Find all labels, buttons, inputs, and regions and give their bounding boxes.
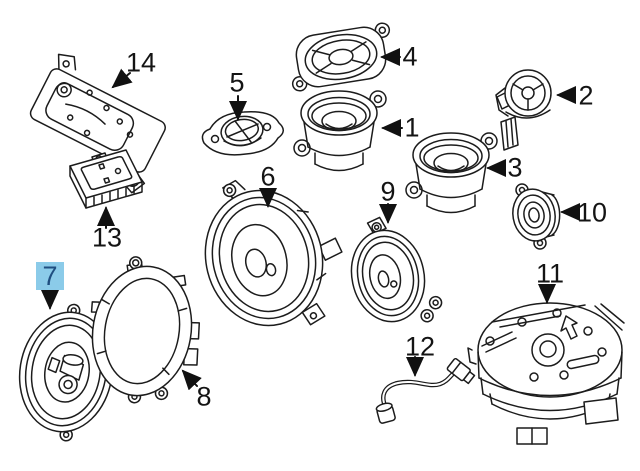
part-label-11[interactable]: 11 [535, 258, 565, 289]
part-label-7-highlighted[interactable]: 7 [36, 262, 64, 290]
part-label-14[interactable]: 14 [125, 47, 157, 78]
part-11-subwoofer [467, 302, 625, 445]
part-label-2[interactable]: 2 [578, 80, 594, 111]
callout-arrows [41, 48, 580, 391]
arrow-8 [181, 369, 202, 391]
part-12-wire-harness [375, 358, 476, 424]
part-13-amplifier [69, 149, 143, 209]
part-label-4[interactable]: 4 [402, 41, 418, 72]
part-label-1[interactable]: 1 [404, 112, 420, 143]
arrow-14 [111, 68, 133, 89]
part-8-mounting-ring [90, 256, 201, 404]
part-2-tweeter [495, 69, 552, 151]
part-label-9[interactable]: 9 [380, 176, 396, 207]
part-label-13[interactable]: 13 [91, 222, 123, 253]
part-1-round-speaker [293, 90, 387, 172]
part-4-square-speaker [291, 22, 391, 92]
part-5-oval-cover [201, 110, 284, 156]
part-label-5[interactable]: 5 [229, 67, 245, 98]
part-9-mid-speaker [350, 216, 443, 323]
part-label-6[interactable]: 6 [260, 161, 276, 192]
part-3-round-speaker [405, 132, 498, 214]
part-10-small-speaker [512, 183, 561, 250]
part-label-8[interactable]: 8 [196, 381, 212, 412]
part-label-12[interactable]: 12 [404, 331, 436, 362]
part-6-large-speaker [204, 179, 343, 327]
part-label-3[interactable]: 3 [507, 152, 523, 183]
part-label-10[interactable]: 10 [576, 197, 608, 228]
